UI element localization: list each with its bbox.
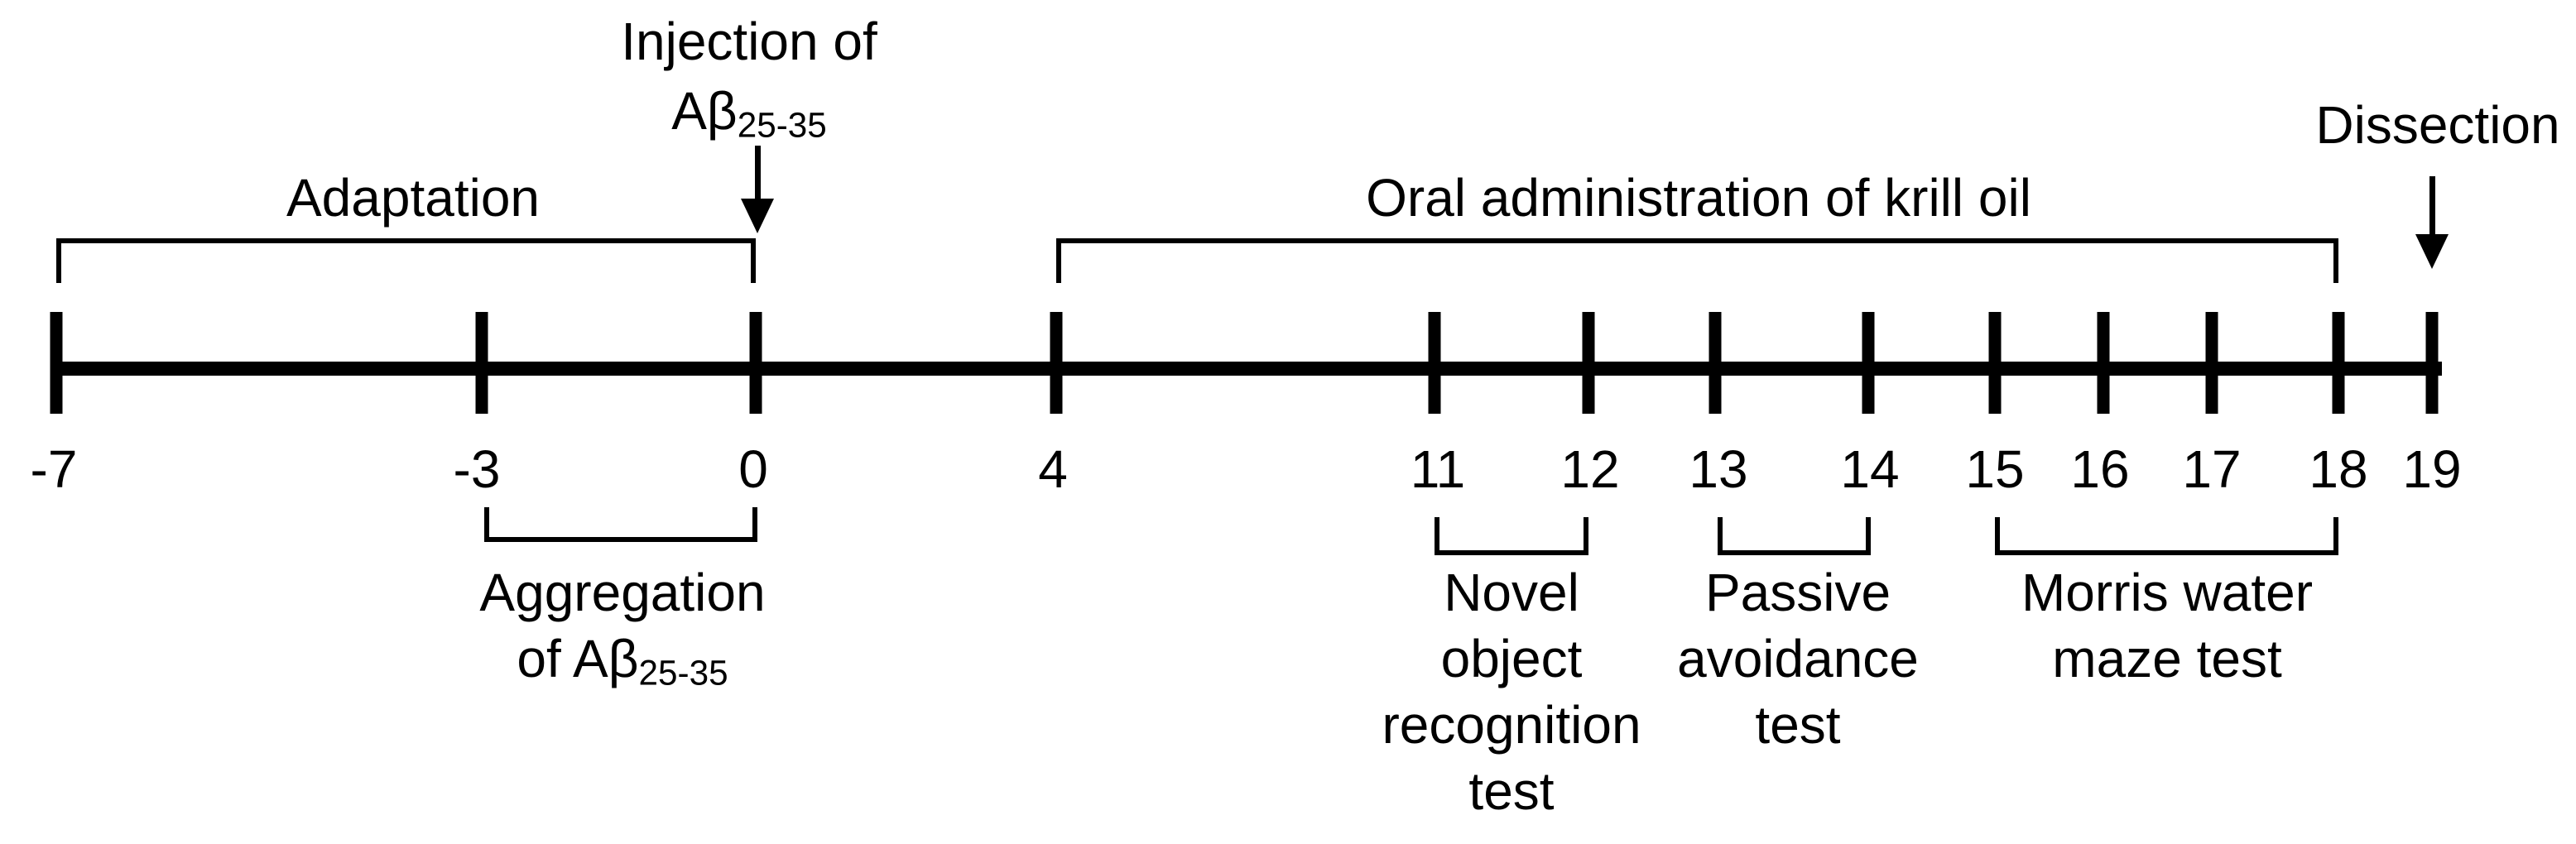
aggregation-label: Aggregation of Aβ25-35 [479, 559, 765, 692]
tick-day-neg3 [475, 312, 488, 414]
adaptation-bracket [56, 238, 756, 283]
tick-day-16 [2097, 312, 2110, 414]
arrow-head [741, 199, 774, 233]
tick-day-17 [2205, 312, 2218, 414]
tick-day-4 [1050, 312, 1063, 414]
timeline-axis [56, 362, 2442, 376]
aggregation-subscript: 25-35 [638, 653, 728, 693]
passive-avoidance-label: Passive avoidance test [1677, 563, 1919, 755]
arrow-shaft [754, 146, 761, 200]
novel-object-label: Novel object recognition test [1382, 563, 1641, 821]
day-label: 0 [738, 439, 768, 499]
day-label: 14 [1840, 439, 1900, 499]
injection-arrow [741, 146, 774, 233]
passive-avoidance-bracket [1718, 517, 1871, 555]
day-label: 16 [2070, 439, 2130, 499]
aggregation-label-line2: of Aβ25-35 [517, 629, 728, 693]
tick-day-19 [2425, 312, 2439, 414]
dissection-label: Dissection [2315, 95, 2560, 155]
day-label: 15 [1965, 439, 2025, 499]
arrow-shaft [2429, 176, 2435, 236]
dissection-arrow [2415, 176, 2449, 269]
day-label: 18 [2309, 439, 2368, 499]
morris-maze-bracket [1995, 517, 2338, 555]
tick-day-11 [1428, 312, 1441, 414]
injection-subscript: 25-35 [737, 105, 827, 145]
day-label: -7 [30, 439, 78, 499]
day-label: 4 [1038, 439, 1068, 499]
morris-maze-label: Morris water maze test [2021, 563, 2314, 688]
injection-label-line2: Aβ25-35 [671, 81, 827, 145]
krill-oil-bracket [1056, 238, 2338, 283]
injection-label: Injection of Aβ25-35 [621, 7, 877, 146]
tick-day-18 [2332, 312, 2345, 414]
tick-day-12 [1582, 312, 1595, 414]
arrow-head [2415, 234, 2449, 269]
tick-day-14 [1862, 312, 1875, 414]
aggregation-label-line1: Aggregation [479, 563, 766, 622]
aggregation-bracket [484, 507, 757, 542]
tick-day-0 [749, 312, 762, 414]
day-label: 12 [1560, 439, 1620, 499]
adaptation-label: Adaptation [286, 168, 541, 228]
novel-object-bracket [1435, 517, 1588, 555]
tick-day-13 [1709, 312, 1722, 414]
day-label: 13 [1689, 439, 1748, 499]
day-label: 11 [1410, 439, 1466, 499]
day-label: 19 [2402, 439, 2462, 499]
krill-oil-label: Oral administration of krill oil [1366, 168, 2031, 228]
tick-day-neg7 [50, 312, 63, 414]
injection-label-line1: Injection of [621, 12, 877, 71]
day-label: 17 [2182, 439, 2242, 499]
tick-day-15 [1988, 312, 2002, 414]
day-label: -3 [453, 439, 501, 499]
